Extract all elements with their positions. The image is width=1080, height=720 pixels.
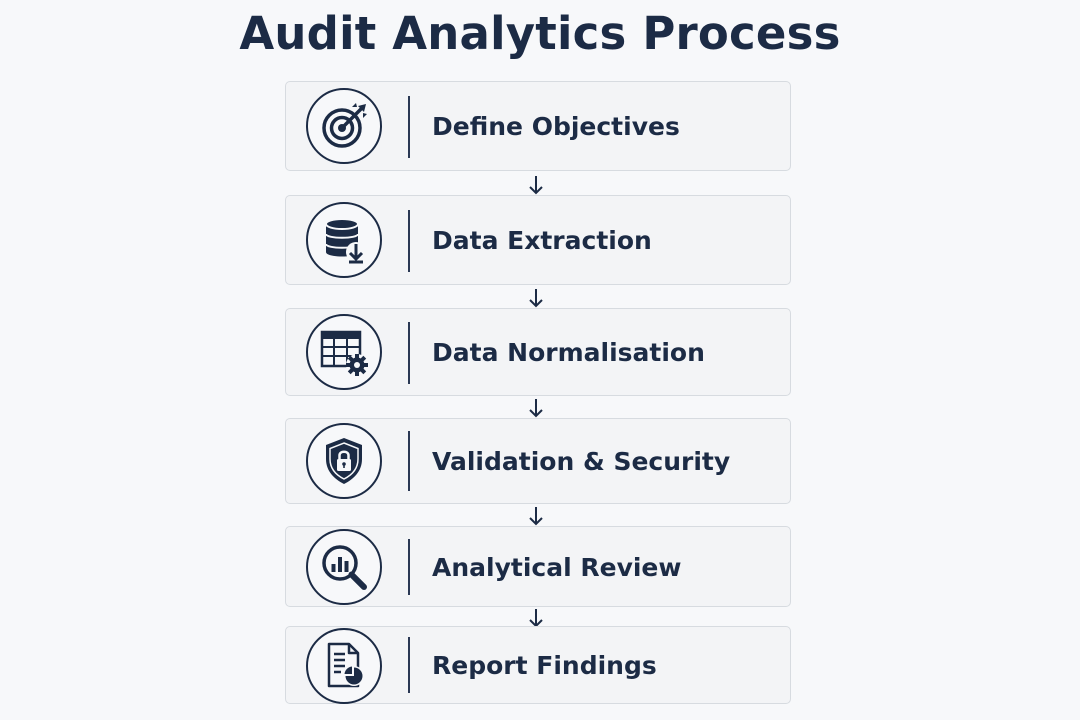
report-document-icon — [306, 628, 382, 704]
step-analytical-review: Analytical Review — [285, 526, 791, 607]
step-divider — [408, 322, 410, 384]
step-data-extraction: Data Extraction — [285, 195, 791, 285]
arrow-down-icon — [529, 289, 543, 308]
page-title: Audit Analytics Process — [239, 7, 841, 60]
step-define-objectives: Define Objectives — [285, 81, 791, 171]
arrow-down-icon — [529, 507, 543, 526]
table-gear-icon — [306, 314, 382, 390]
step-divider — [408, 539, 410, 595]
step-divider — [408, 96, 410, 158]
step-divider — [408, 637, 410, 693]
step-label: Define Objectives — [432, 112, 680, 141]
database-download-icon — [306, 202, 382, 278]
step-label: Data Normalisation — [432, 338, 705, 367]
arrow-down-icon — [529, 399, 543, 418]
step-divider — [408, 210, 410, 272]
step-label: Validation & Security — [432, 447, 731, 476]
step-label: Data Extraction — [432, 226, 652, 255]
magnifier-chart-icon — [306, 529, 382, 605]
arrow-down-icon — [529, 176, 543, 195]
step-data-normalisation: Data Normalisation — [285, 308, 791, 396]
step-report-findings: Report Findings — [285, 626, 791, 704]
step-label: Report Findings — [432, 651, 657, 680]
step-label: Analytical Review — [432, 553, 682, 582]
target-icon — [306, 88, 382, 164]
shield-lock-icon — [306, 423, 382, 499]
step-divider — [408, 431, 410, 491]
step-validation-security: Validation & Security — [285, 418, 791, 504]
